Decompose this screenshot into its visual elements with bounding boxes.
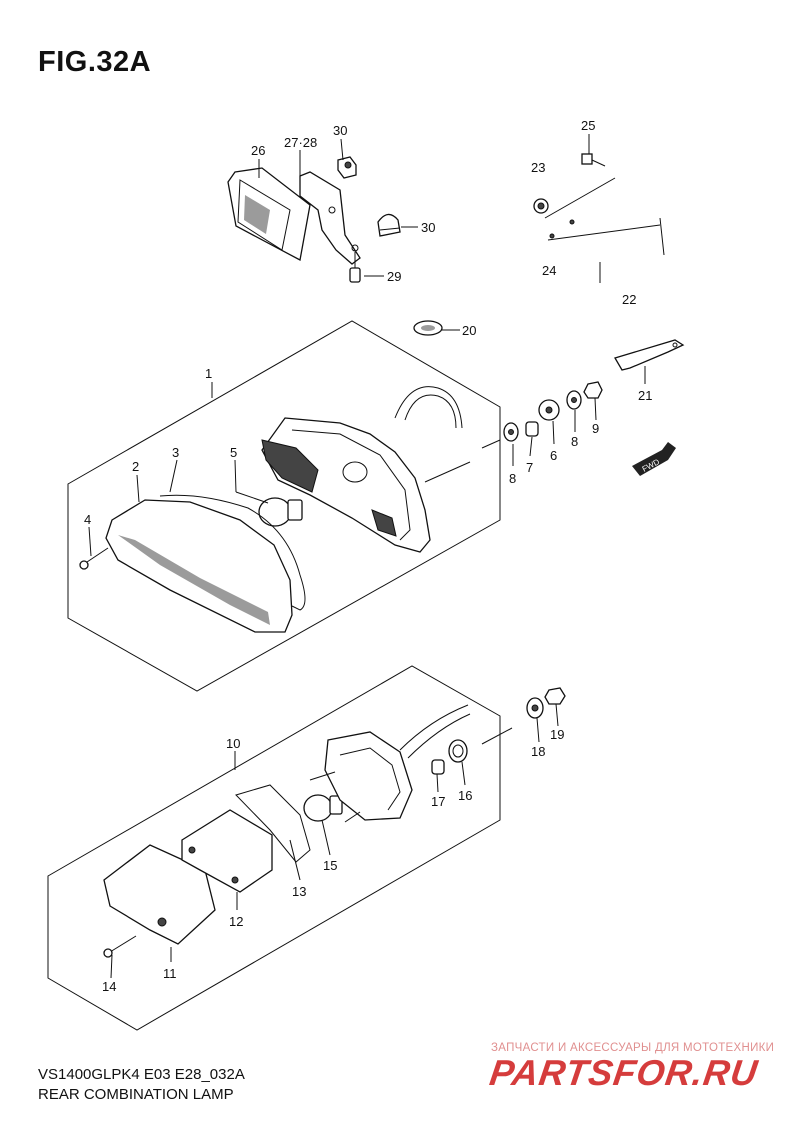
callout-8-left: 8 xyxy=(509,471,516,486)
collar-17 xyxy=(431,759,445,775)
bulb-5 xyxy=(258,497,303,527)
callout-18: 18 xyxy=(531,744,545,759)
callout-numbers: 1 2 3 4 5 6 7 8 8 9 10 11 12 13 14 15 16… xyxy=(84,118,652,994)
nut-30-top xyxy=(337,156,357,179)
gasket-3 xyxy=(159,494,306,611)
assembly-frame-10 xyxy=(47,665,501,1031)
screw-4 xyxy=(79,547,109,570)
figure-name: REAR COMBINATION LAMP xyxy=(38,1086,234,1103)
grommet-20 xyxy=(413,320,443,336)
callout-12: 12 xyxy=(229,914,243,929)
nut-19 xyxy=(544,687,566,705)
callout-27-28: 27·28 xyxy=(284,135,317,150)
callout-14: 14 xyxy=(102,979,116,994)
reflector-26 xyxy=(227,167,311,261)
clamp-21 xyxy=(614,339,685,371)
lamp-bracket-12 xyxy=(181,809,273,893)
watermark-tagline: ЗАПЧАСТИ И АКСЕССУАРЫ ДЛЯ МОТОТЕХНИКИ xyxy=(491,1042,775,1054)
nut-30-right xyxy=(377,213,401,237)
callout-25: 25 xyxy=(581,118,595,133)
assembly-frame-1 xyxy=(67,320,501,692)
gasket-13 xyxy=(235,784,311,863)
callout-17: 17 xyxy=(431,794,445,809)
callout-30-right: 30 xyxy=(421,220,435,235)
washer-18 xyxy=(526,697,544,719)
callout-20: 20 xyxy=(462,323,476,338)
bulb-15 xyxy=(303,794,343,822)
callout-19: 19 xyxy=(550,727,564,742)
callout-15: 15 xyxy=(323,858,337,873)
collar-7 xyxy=(525,421,539,437)
callout-13: 13 xyxy=(292,884,306,899)
callout-8-right: 8 xyxy=(571,434,578,449)
grommet-16 xyxy=(448,739,468,763)
washer-8-right xyxy=(566,390,582,410)
leader-lines xyxy=(88,134,646,979)
plate-bracket-22 xyxy=(544,177,665,283)
callout-26: 26 xyxy=(251,143,265,158)
nut-6 xyxy=(538,399,560,421)
callout-29: 29 xyxy=(387,269,401,284)
license-lamp-socket-housing xyxy=(309,704,471,823)
callout-11: 11 xyxy=(163,966,177,981)
figure-model-code: VS1400GLPK4 E03 E28_032A xyxy=(38,1066,245,1083)
callout-9: 9 xyxy=(592,421,599,436)
washer-8-left xyxy=(503,422,519,442)
callout-22: 22 xyxy=(622,292,636,307)
callout-3: 3 xyxy=(172,445,179,460)
figure-title: FIG.32A xyxy=(38,46,152,78)
callout-21: 21 xyxy=(638,388,652,403)
callout-23: 23 xyxy=(531,160,545,175)
bolt-25 xyxy=(581,153,606,167)
callout-7: 7 xyxy=(526,460,533,475)
nut-23 xyxy=(533,198,549,214)
callout-30-top: 30 xyxy=(333,123,347,138)
tail-lamp-housing xyxy=(261,386,471,553)
callout-10: 10 xyxy=(226,736,240,751)
callout-16: 16 xyxy=(458,788,472,803)
screw-14 xyxy=(103,935,137,958)
callout-4: 4 xyxy=(84,512,91,527)
callout-1: 1 xyxy=(205,366,212,381)
nut-9 xyxy=(583,381,603,399)
bolt-29 xyxy=(349,252,361,283)
reflector-bracket-27-28 xyxy=(299,171,361,265)
watermark-brand: PARTSFOR.RU xyxy=(487,1052,761,1093)
callout-6: 6 xyxy=(550,448,557,463)
fwd-arrow-badge: FWD xyxy=(632,442,676,476)
license-lamp-lens-11 xyxy=(103,844,216,945)
callout-5: 5 xyxy=(230,445,237,460)
callout-2: 2 xyxy=(132,459,139,474)
callout-24: 24 xyxy=(542,263,556,278)
lens-2 xyxy=(105,499,293,633)
